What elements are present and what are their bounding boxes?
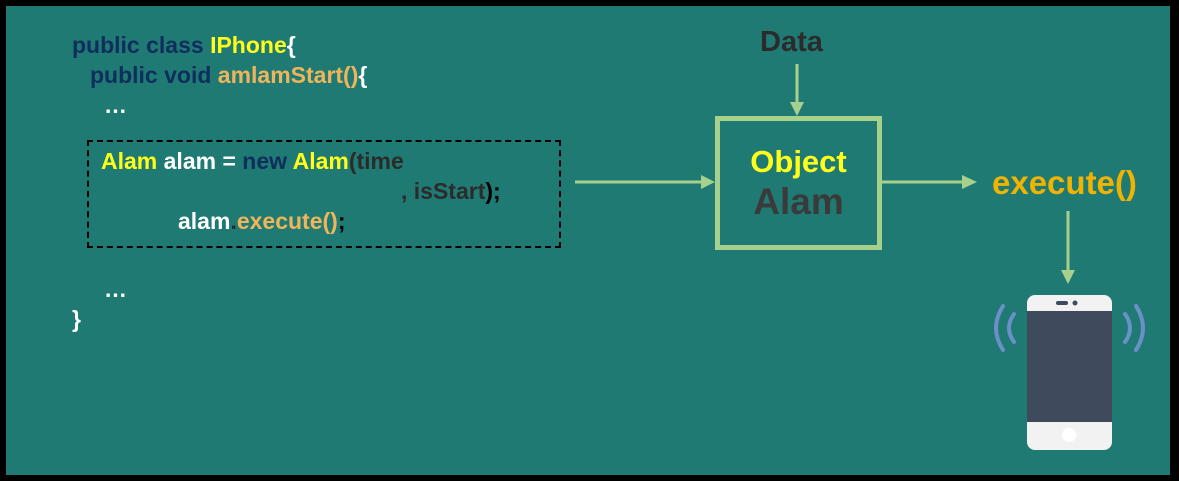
brace: { — [286, 32, 296, 58]
new-keyword: new — [242, 148, 293, 174]
arrow-object-to-execute — [882, 175, 977, 189]
keyword-text: public void — [90, 62, 218, 88]
diagram-arrows — [575, 64, 1145, 450]
code-ellipsis-top: … — [104, 92, 127, 118]
method-call: execute() — [236, 208, 338, 234]
code-close-brace: } — [72, 306, 81, 332]
code-ellipsis-bottom: … — [104, 276, 127, 302]
data-label: Data — [760, 26, 823, 58]
arrow-code-to-object — [575, 175, 715, 189]
code-line-args: , isStart); — [401, 176, 501, 206]
code-highlight-box — [87, 140, 561, 248]
code-line-alam-new: Alam alam = new Alam(time — [101, 146, 404, 176]
vibration-waves-icon — [994, 304, 1145, 352]
keyword-text: public class — [72, 32, 211, 58]
object-name: alam — [178, 208, 231, 234]
constructor-name: Alam — [292, 148, 349, 174]
object-subtitle: Alam — [753, 181, 844, 222]
statement-end: ); — [485, 178, 501, 204]
dot-operator: . — [230, 208, 237, 234]
constructor-args: (time — [348, 148, 404, 174]
method-name: amlamStart() — [217, 62, 359, 88]
smartphone-icon — [1027, 295, 1112, 450]
type-name: Alam — [101, 148, 158, 174]
var-name: alam — [157, 148, 223, 174]
arrow-data-to-object — [790, 64, 804, 116]
object-title: Object — [750, 144, 847, 179]
brace: { — [358, 62, 368, 88]
code-line-method: public void amlamStart(){ — [90, 60, 367, 90]
code-line-class: public class IPhone{ — [72, 30, 296, 60]
class-name: IPhone — [210, 32, 287, 58]
slide-canvas: public class IPhone{ public void amlamSt… — [6, 6, 1170, 475]
execute-label: execute() — [992, 164, 1137, 201]
arrow-execute-to-phone — [1061, 211, 1075, 284]
constructor-args: , isStart — [401, 178, 486, 204]
code-line-execute: alam.execute(); — [178, 206, 345, 236]
statement-end: ; — [337, 208, 346, 234]
object-alam-box: Object Alam — [715, 116, 882, 250]
assign-operator: = — [222, 148, 243, 174]
